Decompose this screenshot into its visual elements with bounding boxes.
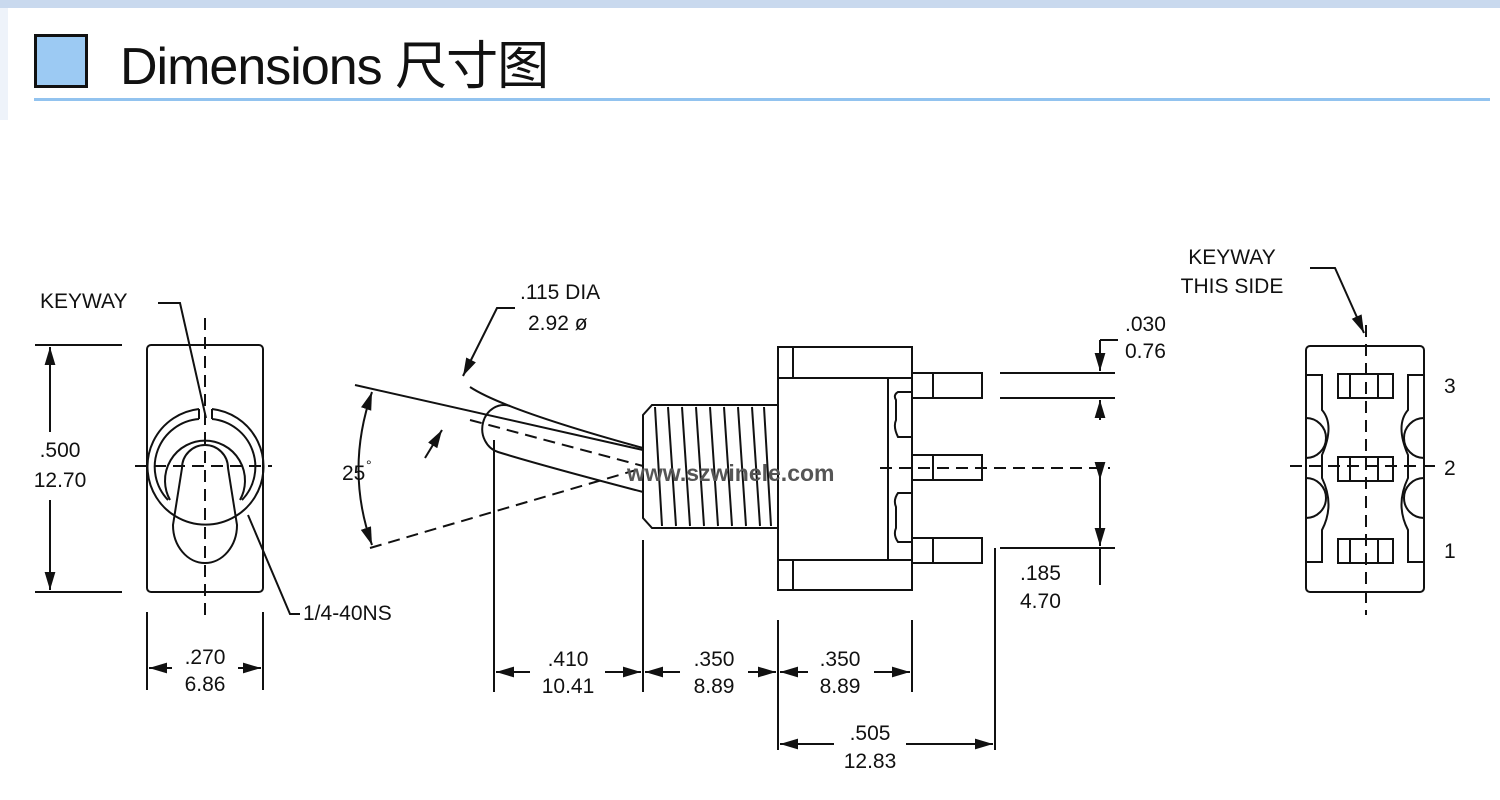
dia-inch: .115 DIA — [520, 281, 600, 304]
lever-length-inch: .410 — [548, 648, 589, 671]
angle-unit: ° — [366, 457, 372, 473]
width-mm: 6.86 — [185, 673, 226, 696]
rear-keyway-line1: KEYWAY — [1188, 246, 1276, 269]
terminal-pitch-inch: .185 — [1020, 562, 1061, 585]
top-border — [0, 0, 1500, 8]
side-view: .115 DIA 2.92 ø 25 ° .410 10.41 .350 8.8… — [342, 281, 1166, 773]
body-length-mm: 8.89 — [820, 675, 861, 698]
terminal-thickness-mm: 0.76 — [1125, 340, 1166, 363]
terminal-pitch-mm: 4.70 — [1020, 590, 1061, 613]
front-view: .500 12.70 .270 6.86 KEYWAY 1/4-40NS — [34, 290, 392, 696]
left-border — [0, 8, 8, 120]
rear-keyway-line2: THIS SIDE — [1181, 275, 1284, 298]
thread-label: 1/4-40NS — [303, 602, 392, 625]
lever-length-mm: 10.41 — [542, 675, 595, 698]
overall-length-mm: 12.83 — [844, 750, 897, 773]
angle-value: 25 — [342, 462, 365, 485]
body-length-inch: .350 — [820, 648, 861, 671]
pin-1-label: 1 — [1444, 540, 1456, 563]
height-mm: 12.70 — [34, 469, 87, 492]
pin-2-label: 2 — [1444, 457, 1456, 480]
width-inch: .270 — [185, 646, 226, 669]
page-title: Dimensions 尺寸图 — [120, 38, 549, 96]
keyway-label: KEYWAY — [40, 290, 128, 313]
thread-lines — [654, 406, 772, 527]
height-inch: .500 — [40, 439, 81, 462]
rear-view: KEYWAY THIS SIDE 3 2 1 — [1181, 246, 1456, 615]
terminal-thickness-inch: .030 — [1125, 313, 1166, 336]
bushing-length-inch: .350 — [694, 648, 735, 671]
dia-mm: 2.92 ø — [528, 312, 588, 335]
watermark: www.szwinele.com — [626, 460, 834, 486]
overall-length-inch: .505 — [850, 722, 891, 745]
bushing-length-mm: 8.89 — [694, 675, 735, 698]
pin-3-label: 3 — [1444, 375, 1456, 398]
blue-square-icon — [34, 34, 88, 88]
header-underline — [34, 98, 1490, 101]
